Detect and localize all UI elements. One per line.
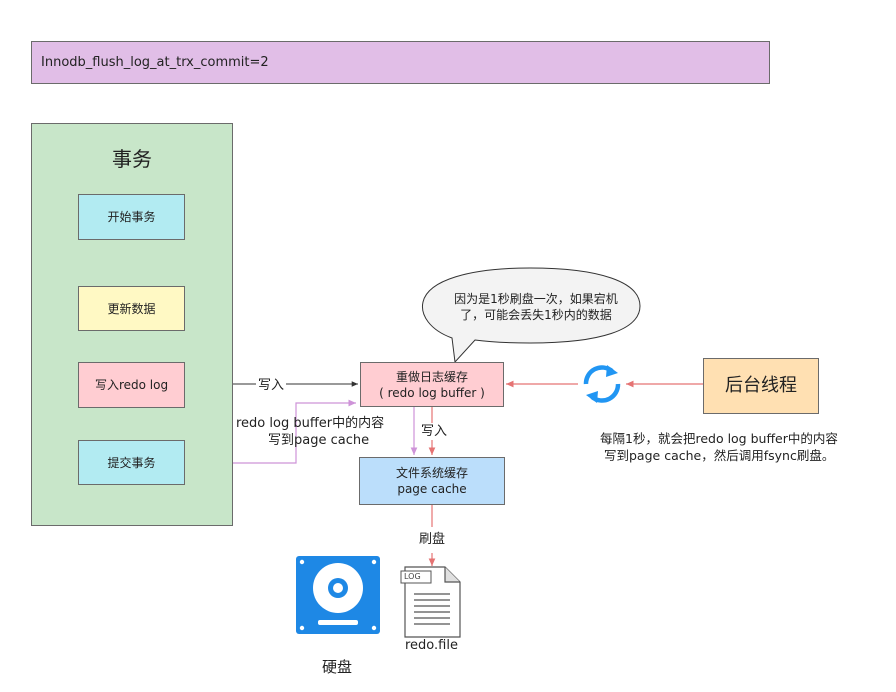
- step-write-label: 写入redo log: [94, 378, 169, 392]
- redo-buffer-line2: ( redo log buffer ): [379, 385, 485, 400]
- speech-bubble-shape: [421, 267, 641, 364]
- refresh-icon: [583, 365, 621, 403]
- thread-note-line1: 每隔1秒，就会把redo log buffer中的内容: [600, 431, 838, 446]
- page-cache: 文件系统缓存 page cache: [359, 457, 505, 505]
- hard-disk-icon: [296, 556, 380, 634]
- background-thread-label: 后台线程: [725, 375, 797, 396]
- step-write-redo-log: 写入redo log: [78, 362, 185, 408]
- transaction-title: 事务: [112, 147, 152, 171]
- step-start-label: 开始事务: [107, 210, 156, 224]
- arrow-commit-to-buffer: [185, 399, 356, 464]
- step-update-data: 更新数据: [78, 286, 185, 331]
- step-start-transaction: 开始事务: [78, 194, 185, 240]
- thread-note-line2: 写到page cache，然后调用fsync刷盘。: [604, 448, 835, 463]
- disk-label: 硬盘: [322, 658, 353, 676]
- label-commit-note-1: redo log buffer中的内容: [236, 416, 385, 431]
- log-file-name: redo.file: [405, 638, 458, 653]
- config-banner: Innodb_flush_log_at_trx_commit=2: [31, 41, 770, 84]
- log-file-icon: [400, 566, 461, 638]
- config-banner-text: Innodb_flush_log_at_trx_commit=2: [41, 55, 269, 70]
- redo-log-buffer: 重做日志缓存 ( redo log buffer ): [360, 362, 504, 407]
- background-thread: 后台线程: [703, 358, 819, 414]
- label-commit-note-2: 写到page cache: [268, 433, 370, 448]
- page-cache-line2: page cache: [397, 482, 467, 496]
- bubble-line2: 了，可能会丢失1秒内的数据: [460, 308, 612, 322]
- step-commit-label: 提交事务: [107, 455, 156, 470]
- label-flush: 刷盘: [419, 532, 446, 547]
- page-cache-line1: 文件系统缓存: [395, 466, 468, 480]
- label-write-to-buffer: 写入: [256, 377, 287, 394]
- step-update-label: 更新数据: [107, 301, 156, 316]
- redo-buffer-line1: 重做日志缓存: [395, 369, 468, 384]
- log-file-tag: LOG: [404, 572, 421, 581]
- step-commit-transaction: 提交事务: [78, 440, 185, 485]
- bubble-line1: 因为是1秒刷盘一次，如果宕机: [454, 292, 618, 306]
- label-write-to-cache: 写入: [420, 423, 449, 440]
